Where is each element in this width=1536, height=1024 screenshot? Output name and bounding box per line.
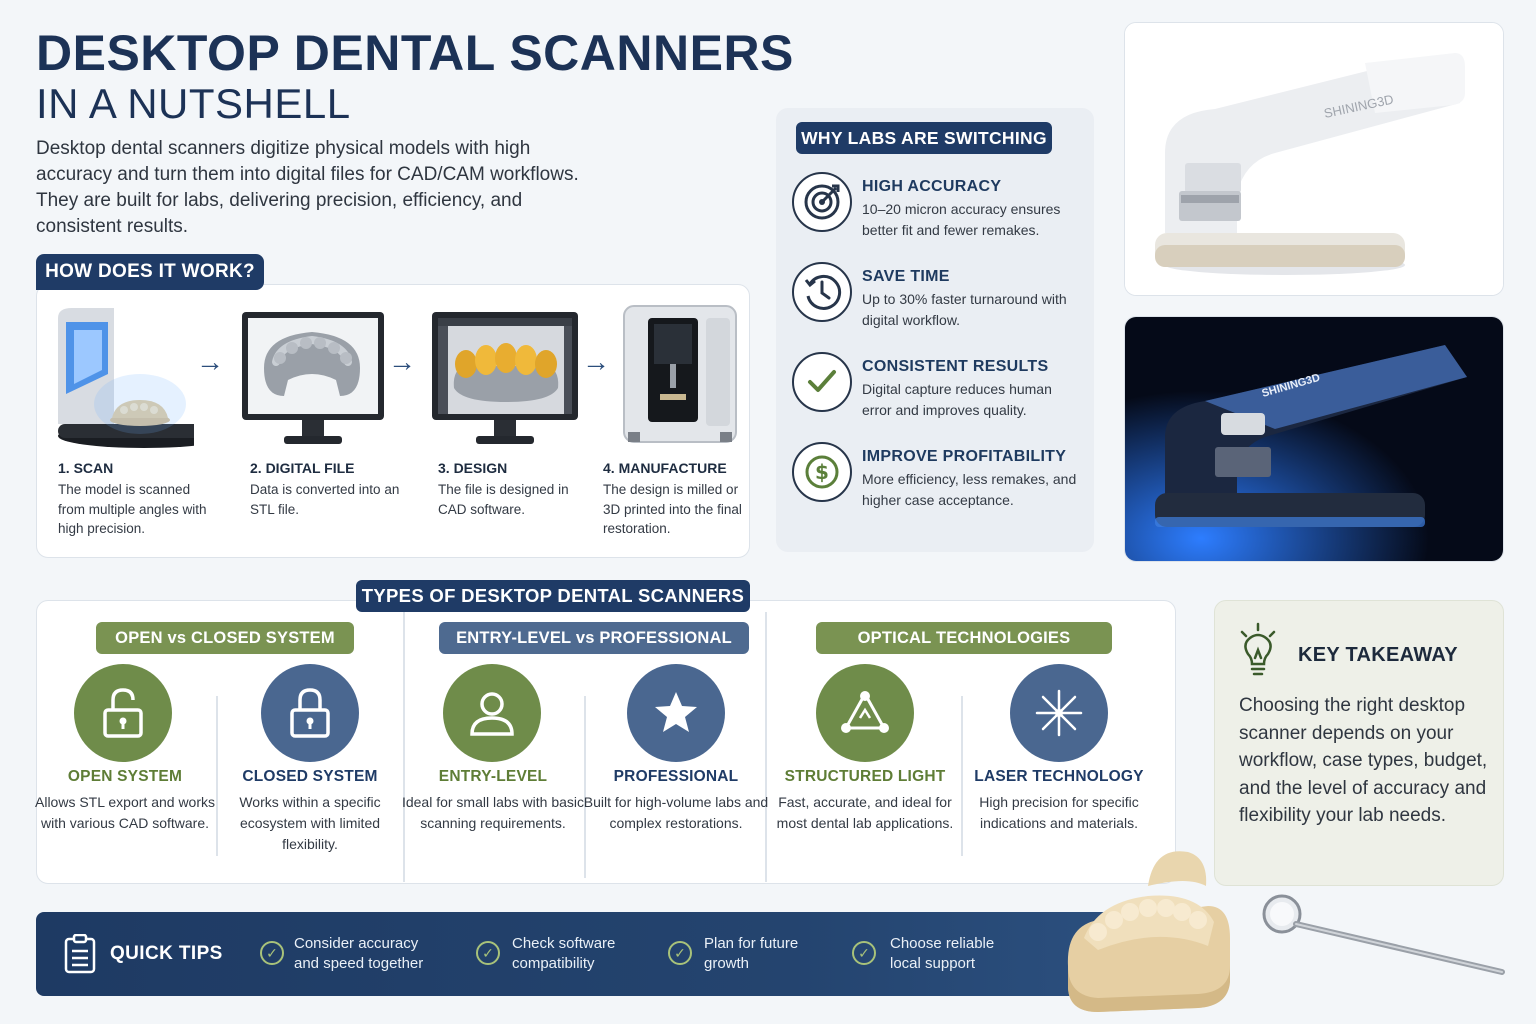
why-title-save-time: SAVE TIME [862, 268, 950, 285]
divider [403, 612, 405, 882]
divider [216, 696, 218, 856]
type-desc-open: Allows STL export and works with various… [35, 794, 215, 831]
dental-mirror-icon [1256, 894, 1512, 989]
type-title-closed: CLOSED SYSTEM [242, 768, 378, 785]
why-desc-accuracy: 10–20 micron accuracy ensures better fit… [862, 201, 1061, 238]
divider [961, 696, 963, 856]
type-desc-professional: Built for high-volume labs and complex r… [583, 794, 769, 831]
type-desc-entry: Ideal for small labs with basic scanning… [401, 794, 585, 831]
why-title-profitability: IMPROVE PROFITABILITY [862, 448, 1067, 465]
cad-design-illustration [430, 310, 580, 450]
why-desc-profitability: More efficiency, less remakes, and highe… [862, 471, 1077, 508]
dollar-icon: $ [792, 442, 852, 502]
type-desc-laser: High precision for specific indications … [979, 794, 1139, 831]
group-heading-entry-pro: ENTRY-LEVEL vs PROFESSIONAL [439, 622, 749, 654]
user-icon [443, 664, 541, 762]
laser-icon [1010, 664, 1108, 762]
product-image-white-scanner: SHINING3D [1124, 22, 1504, 296]
quick-tips-bar [36, 912, 1116, 996]
why-labs-heading: WHY LABS ARE SWITCHING [796, 122, 1052, 154]
key-takeaway-panel [1214, 600, 1504, 886]
type-title-entry: ENTRY-LEVEL [438, 768, 548, 785]
check-icon [792, 352, 852, 412]
lightbulb-icon [1236, 622, 1280, 685]
check-circle-icon: ✓ [852, 941, 876, 965]
step-desc-scan: The model is scanned from multiple angle… [58, 482, 207, 536]
key-takeaway-text: Choosing the right desktop scanner depen… [1239, 695, 1488, 826]
type-title-professional: PROFESSIONAL [613, 768, 739, 785]
group-heading-optical: OPTICAL TECHNOLOGIES [816, 622, 1112, 654]
clock-icon [792, 262, 852, 322]
product-image-blue-scanner: SHINING3D [1124, 316, 1504, 562]
type-title-structured: STRUCTURED LIGHT [784, 768, 946, 785]
monitor-stl-illustration [240, 310, 390, 450]
step-desc-manufacture: The design is milled or 3D printed into … [603, 482, 742, 536]
clipboard-icon [64, 933, 96, 979]
milling-machine-illustration [620, 302, 740, 443]
types-heading: TYPES OF DESKTOP DENTAL SCANNERS [356, 580, 750, 612]
how-it-works-heading: HOW DOES IT WORK? [36, 254, 264, 290]
divider [765, 612, 767, 882]
dental-model-image [1058, 846, 1238, 1021]
lock-icon [261, 664, 359, 762]
why-desc-consistent: Digital capture reduces human error and … [862, 381, 1052, 418]
check-circle-icon: ✓ [476, 941, 500, 965]
key-takeaway-title: KEY TAKEAWAY [1298, 644, 1458, 666]
why-desc-save-time: Up to 30% faster turnaround with digital… [862, 291, 1067, 328]
scanner-illustration [44, 304, 230, 448]
intro-text: Desktop dental scanners digitize physica… [36, 138, 579, 237]
check-circle-icon: ✓ [260, 941, 284, 965]
divider [584, 696, 586, 878]
page-title: DESKTOP DENTAL SCANNERS [36, 25, 794, 81]
svg-text:$: $ [815, 460, 829, 484]
type-title-laser: LASER TECHNOLOGY [974, 768, 1144, 785]
step-title-digital-file: 2. DIGITAL FILE [250, 460, 355, 476]
step-desc-design: The file is designed in CAD software. [438, 482, 569, 517]
step-title-design: 3. DESIGN [438, 460, 508, 476]
structured-light-icon [816, 664, 914, 762]
group-heading-open-closed: OPEN vs CLOSED SYSTEM [96, 622, 354, 654]
check-circle-icon: ✓ [668, 941, 692, 965]
unlock-icon [74, 664, 172, 762]
step-title-manufacture: 4. MANUFACTURE [603, 460, 727, 476]
star-icon [627, 664, 725, 762]
page-subtitle: IN A NUTSHELL [36, 80, 351, 127]
type-title-open: OPEN SYSTEM [67, 768, 183, 785]
step-title-scan: 1. SCAN [58, 460, 114, 476]
step-desc-digital-file: Data is converted into an STL file. [250, 482, 400, 517]
quick-tips-title: QUICK TIPS [110, 943, 223, 964]
arrow-icon: → [388, 346, 416, 377]
type-desc-closed: Works within a specific ecosystem with l… [239, 794, 381, 852]
why-title-consistent: CONSISTENT RESULTS [862, 358, 1049, 375]
why-title-accuracy: HIGH ACCURACY [862, 178, 1002, 195]
arrow-icon: → [582, 346, 610, 377]
arrow-icon: → [196, 346, 224, 377]
target-icon [792, 172, 852, 232]
type-desc-structured: Fast, accurate, and ideal for most denta… [776, 794, 954, 831]
